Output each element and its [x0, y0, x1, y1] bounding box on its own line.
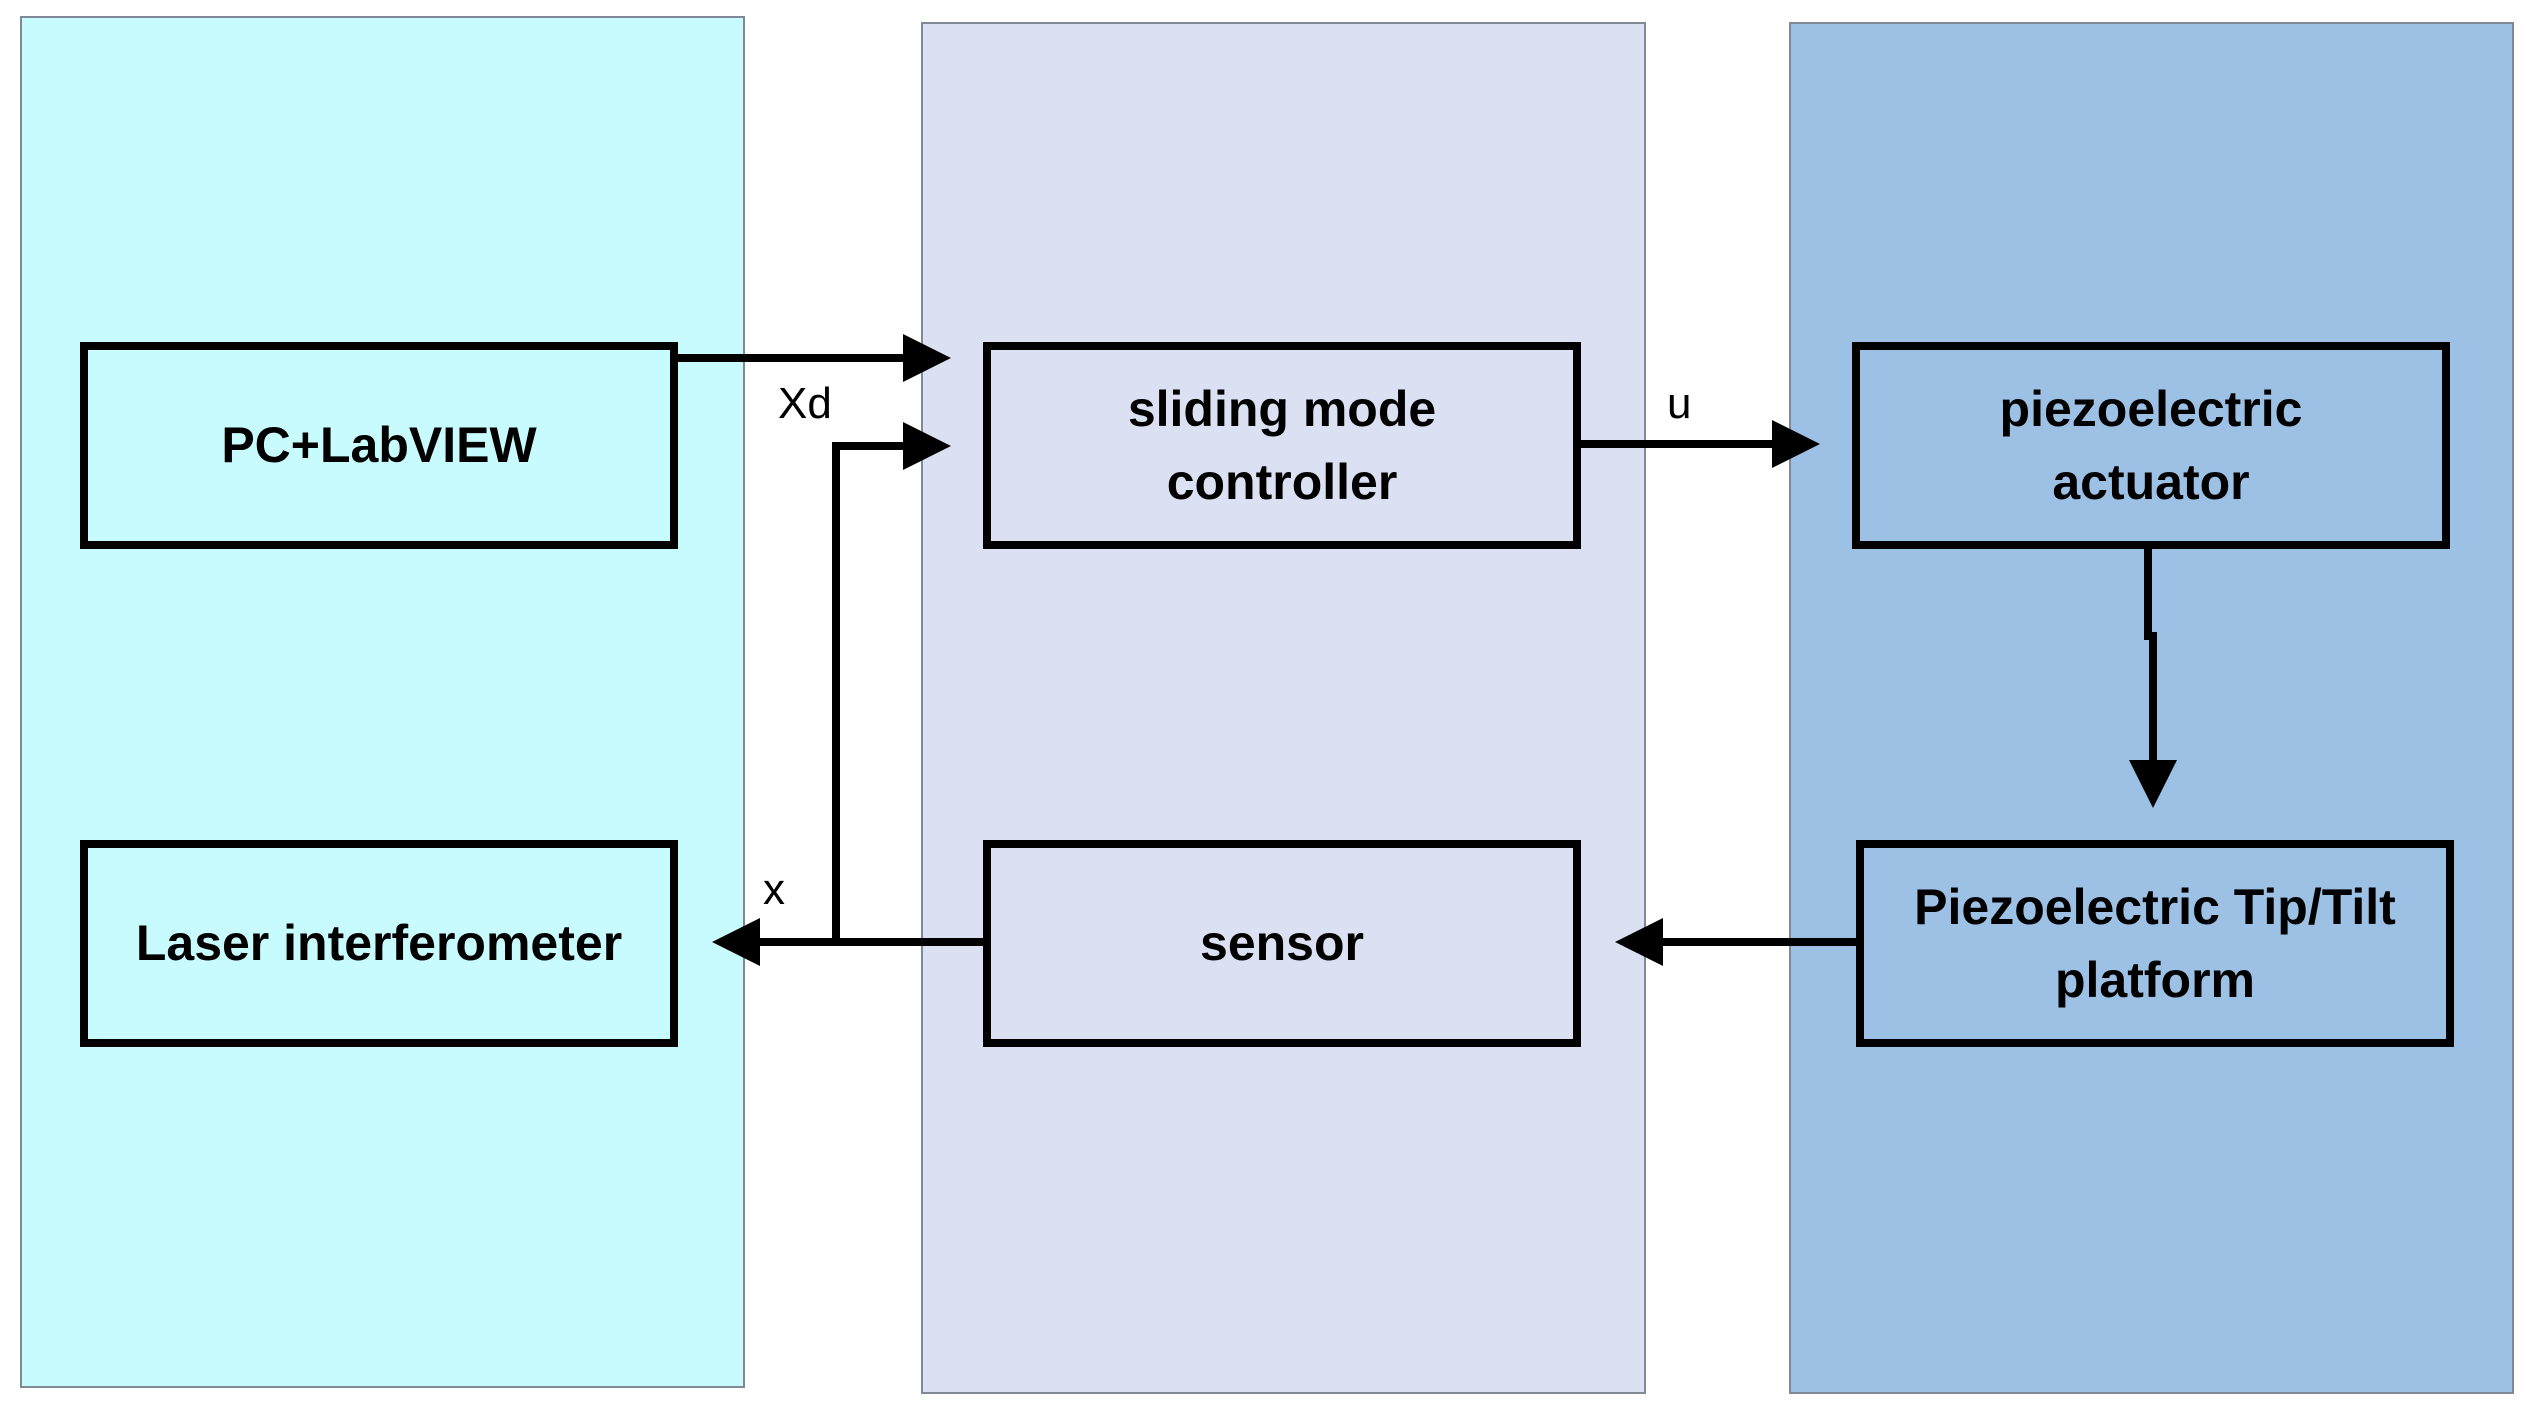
- sliding-mode-controller-label: sliding mode controller: [1127, 380, 1437, 510]
- laser-interferometer-block: Laser interferometer: [80, 840, 678, 1047]
- piezoelectric-actuator-label: piezoelectric actuator: [1999, 380, 2303, 510]
- actuator-to-platform-arrow: [2129, 545, 2177, 808]
- controller-zone: [921, 22, 1646, 1394]
- tip-tilt-platform-label: Piezoelectric Tip/Tilt platform: [1914, 878, 2396, 1008]
- sensor-block: sensor: [983, 840, 1581, 1047]
- tip-tilt-platform-block: Piezoelectric Tip/Tilt platform: [1856, 840, 2454, 1047]
- pc-labview-label: PC+LabVIEW: [221, 417, 537, 473]
- laser-interferometer-label: Laser interferometer: [135, 915, 623, 971]
- x-signal-label: x: [763, 865, 785, 914]
- pc-labview-block: PC+LabVIEW: [80, 342, 678, 549]
- pc-zone: [20, 16, 745, 1388]
- sensor-label: sensor: [1200, 915, 1364, 971]
- piezoelectric-actuator-block: piezoelectric actuator: [1852, 342, 2450, 549]
- sliding-mode-controller-block: sliding mode controller: [983, 342, 1581, 549]
- u-signal-label: u: [1667, 379, 1692, 428]
- xd-signal-label: Xd: [778, 379, 832, 428]
- feedback-arrow: [832, 422, 951, 940]
